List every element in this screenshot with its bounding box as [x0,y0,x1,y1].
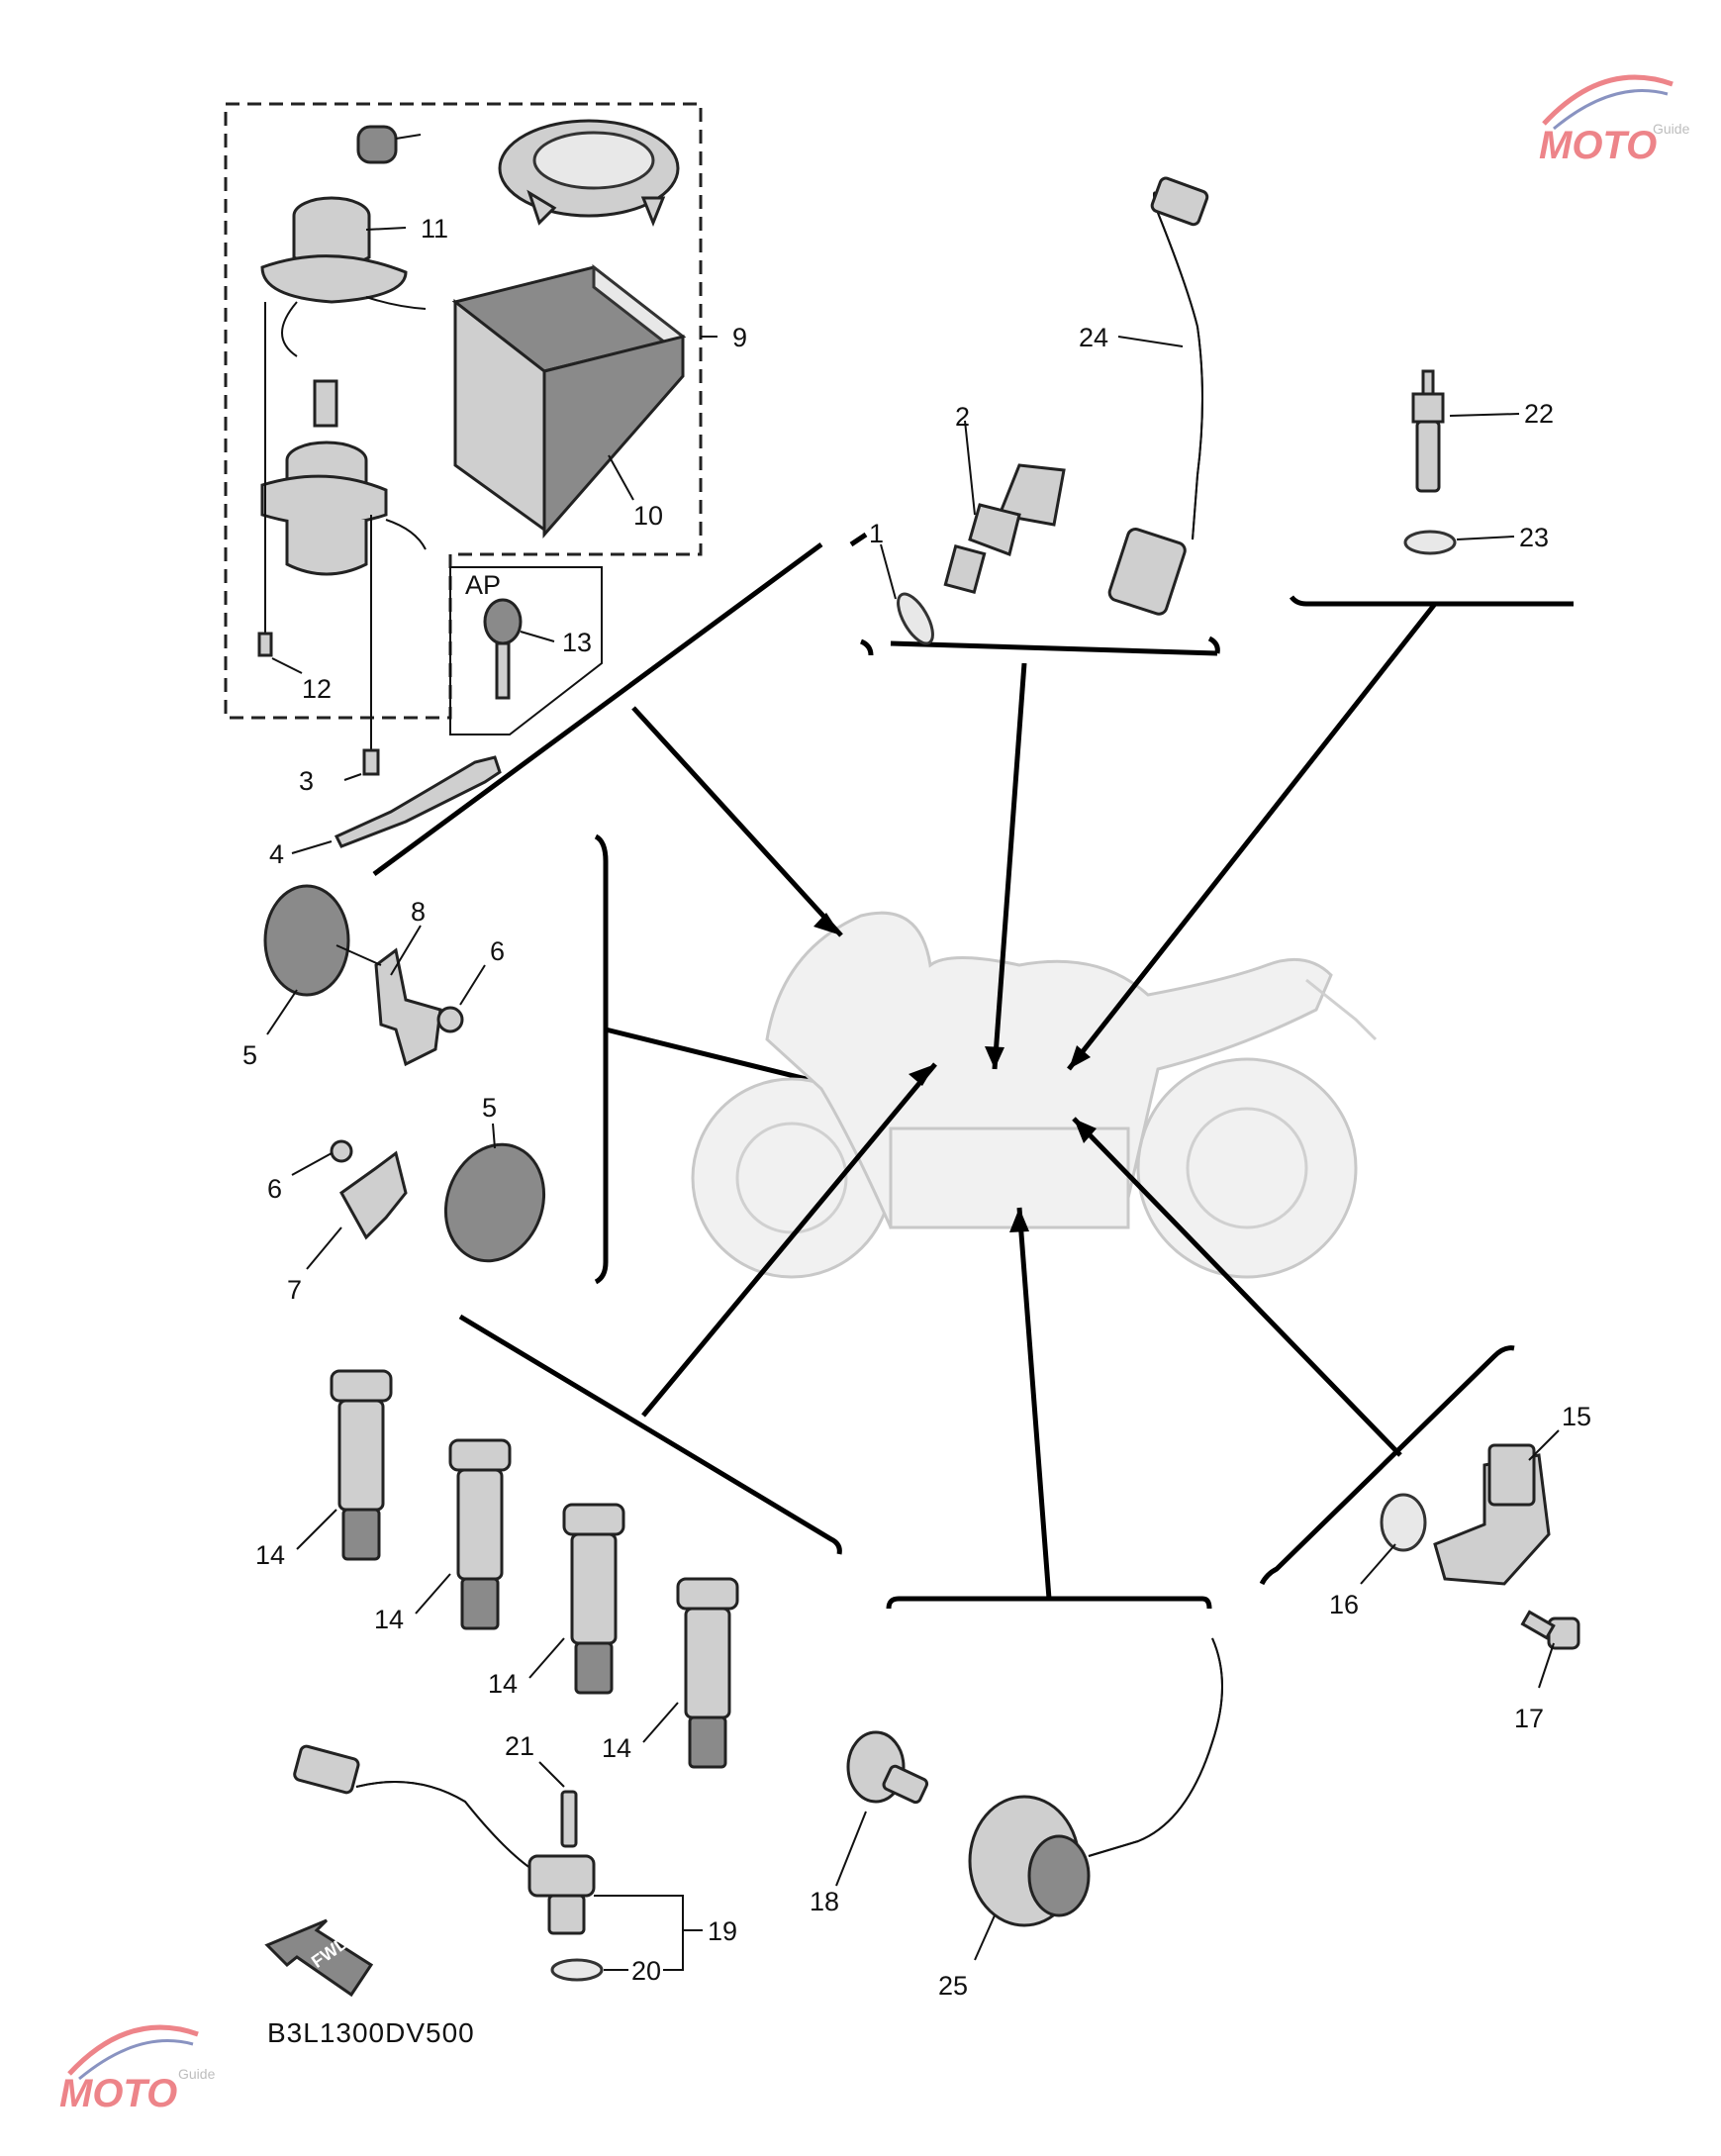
seat-lock-part [260,379,427,576]
screw-12 [257,632,273,657]
callout-20: 20 [631,1956,661,1986]
callout-24: 24 [1079,323,1108,352]
callout-12: 12 [302,674,332,704]
callout-14a: 14 [255,1540,285,1570]
watermark-text-bottom: MOTO [59,2072,177,2115]
callout-8: 8 [411,897,426,927]
coil-group-line [458,1314,842,1555]
fwd-arrow-icon: FWD [264,1918,374,1998]
callout-10: 10 [633,501,663,531]
ignition-coils [330,1369,739,1769]
sensor-19 [293,1744,604,1982]
callout-19: 19 [708,1916,737,1946]
watermark-subtext-top: Guide [1653,121,1690,137]
callout-25: 25 [938,1971,968,2001]
watermark-logo-top: MOTO Guide [1539,74,1690,167]
callout-21: 21 [505,1731,534,1761]
callout-6a: 6 [490,936,505,966]
callout-5b: 5 [482,1093,497,1123]
watermark-logo-bottom: MOTO Guide [59,2024,216,2115]
bolt-3 [362,748,380,776]
callout-4: 4 [269,839,284,869]
callout-7: 7 [287,1275,302,1305]
bottom-group-line [886,1596,1212,1610]
watermark-text-top: MOTO [1539,124,1657,167]
callout-11: 11 [421,214,448,244]
diagram-code: B3L1300DV500 [267,2017,475,2048]
watermark-subtext-bottom: Guide [178,2066,216,2082]
right-group-line [1259,1345,1515,1586]
ap-label: AP [465,570,501,600]
callout-14d: 14 [602,1733,631,1763]
callout-17: 17 [1514,1704,1544,1733]
motorcycle-silhouette [691,911,1378,1279]
reflector-group [263,884,546,1263]
callout-1: 1 [869,519,884,548]
ap-key-box: AP 13 [449,566,603,735]
fuel-cap-part [498,119,680,228]
callout-18: 18 [810,1887,839,1916]
sensor-18-25 [846,1637,1223,1927]
sensor-group-22 [1289,369,1574,607]
callout-13: 13 [562,628,592,657]
bracket-left [594,833,609,1285]
callout-14b: 14 [374,1605,404,1634]
callout-5a: 5 [242,1040,257,1070]
ecu-part [451,263,687,539]
pointer-arrows [631,602,1437,1600]
callout-2: 2 [955,402,970,432]
sensor-15 [1380,1443,1580,1650]
callout-9: 9 [732,323,747,352]
key-set-group: 9 [224,102,747,720]
callout-6b: 6 [267,1174,282,1204]
leader-keyset [372,541,823,877]
callout-15: 15 [1562,1402,1591,1431]
sensor-group-top [849,176,1220,656]
callout-23: 23 [1519,523,1549,552]
callout-3: 3 [299,766,314,796]
callout-14c: 14 [488,1669,518,1699]
callout-22: 22 [1524,399,1554,429]
ignition-switch-part [260,125,427,357]
callout-16: 16 [1329,1590,1359,1619]
bracket-4 [334,755,502,848]
